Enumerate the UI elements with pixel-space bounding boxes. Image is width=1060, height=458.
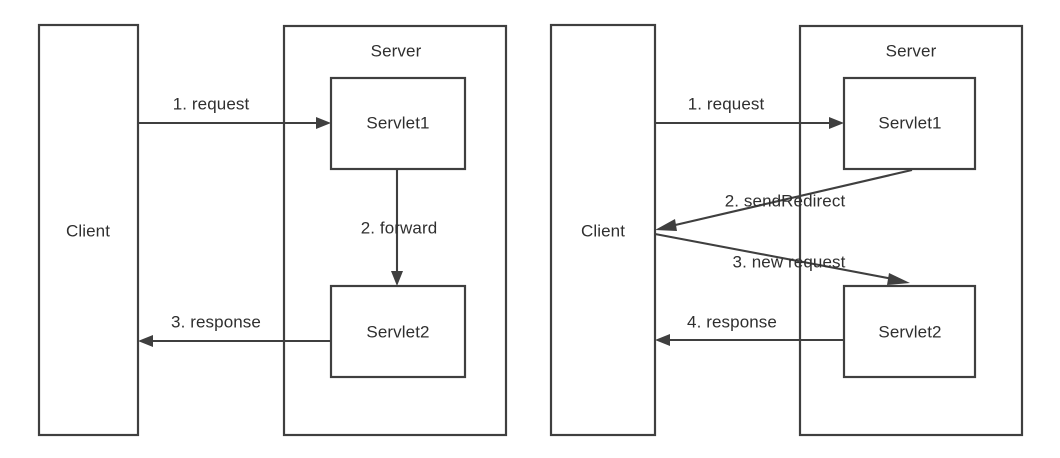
right-arrow-new-request (654, 232, 910, 285)
redirect-panel-group (549, 23, 1024, 437)
left-flow-label-3-response: 3. response (171, 312, 261, 332)
left-servlet2-box (329, 284, 467, 379)
left-servlet1-box (329, 76, 467, 171)
right-servlet2-label: Servlet2 (878, 322, 942, 342)
right-arrow-sendredirect (655, 168, 913, 231)
right-flow-label-3-new-request: 3. new request (732, 252, 846, 272)
left-arrow-forward (391, 169, 403, 286)
right-servlet1-box (842, 76, 977, 171)
left-flow-label-2-forward: 2. forward (360, 218, 438, 238)
left-client-box (37, 23, 140, 437)
left-servlet1-label: Servlet1 (366, 113, 430, 133)
left-arrow-response (138, 335, 331, 347)
left-flow-label-1-request: 1. request (172, 94, 250, 114)
forward-panel-group (37, 23, 508, 437)
right-servlet1-label: Servlet1 (878, 113, 942, 133)
right-flow-label-1-request: 1. request (687, 94, 765, 114)
right-flow-label-2-sendredirect: 2. sendRedirect (724, 191, 846, 211)
left-server-label: Server (370, 41, 422, 61)
left-client-label: Client (65, 221, 111, 241)
left-arrow-request (138, 117, 331, 129)
right-flow-label-4-response: 4. response (687, 312, 777, 332)
right-server-label: Server (885, 41, 937, 61)
right-arrow-response (655, 334, 844, 346)
left-servlet2-label: Servlet2 (366, 322, 430, 342)
right-client-box (549, 23, 657, 437)
right-client-label: Client (580, 221, 626, 241)
right-servlet2-box (842, 284, 977, 379)
right-arrow-request (655, 117, 844, 129)
